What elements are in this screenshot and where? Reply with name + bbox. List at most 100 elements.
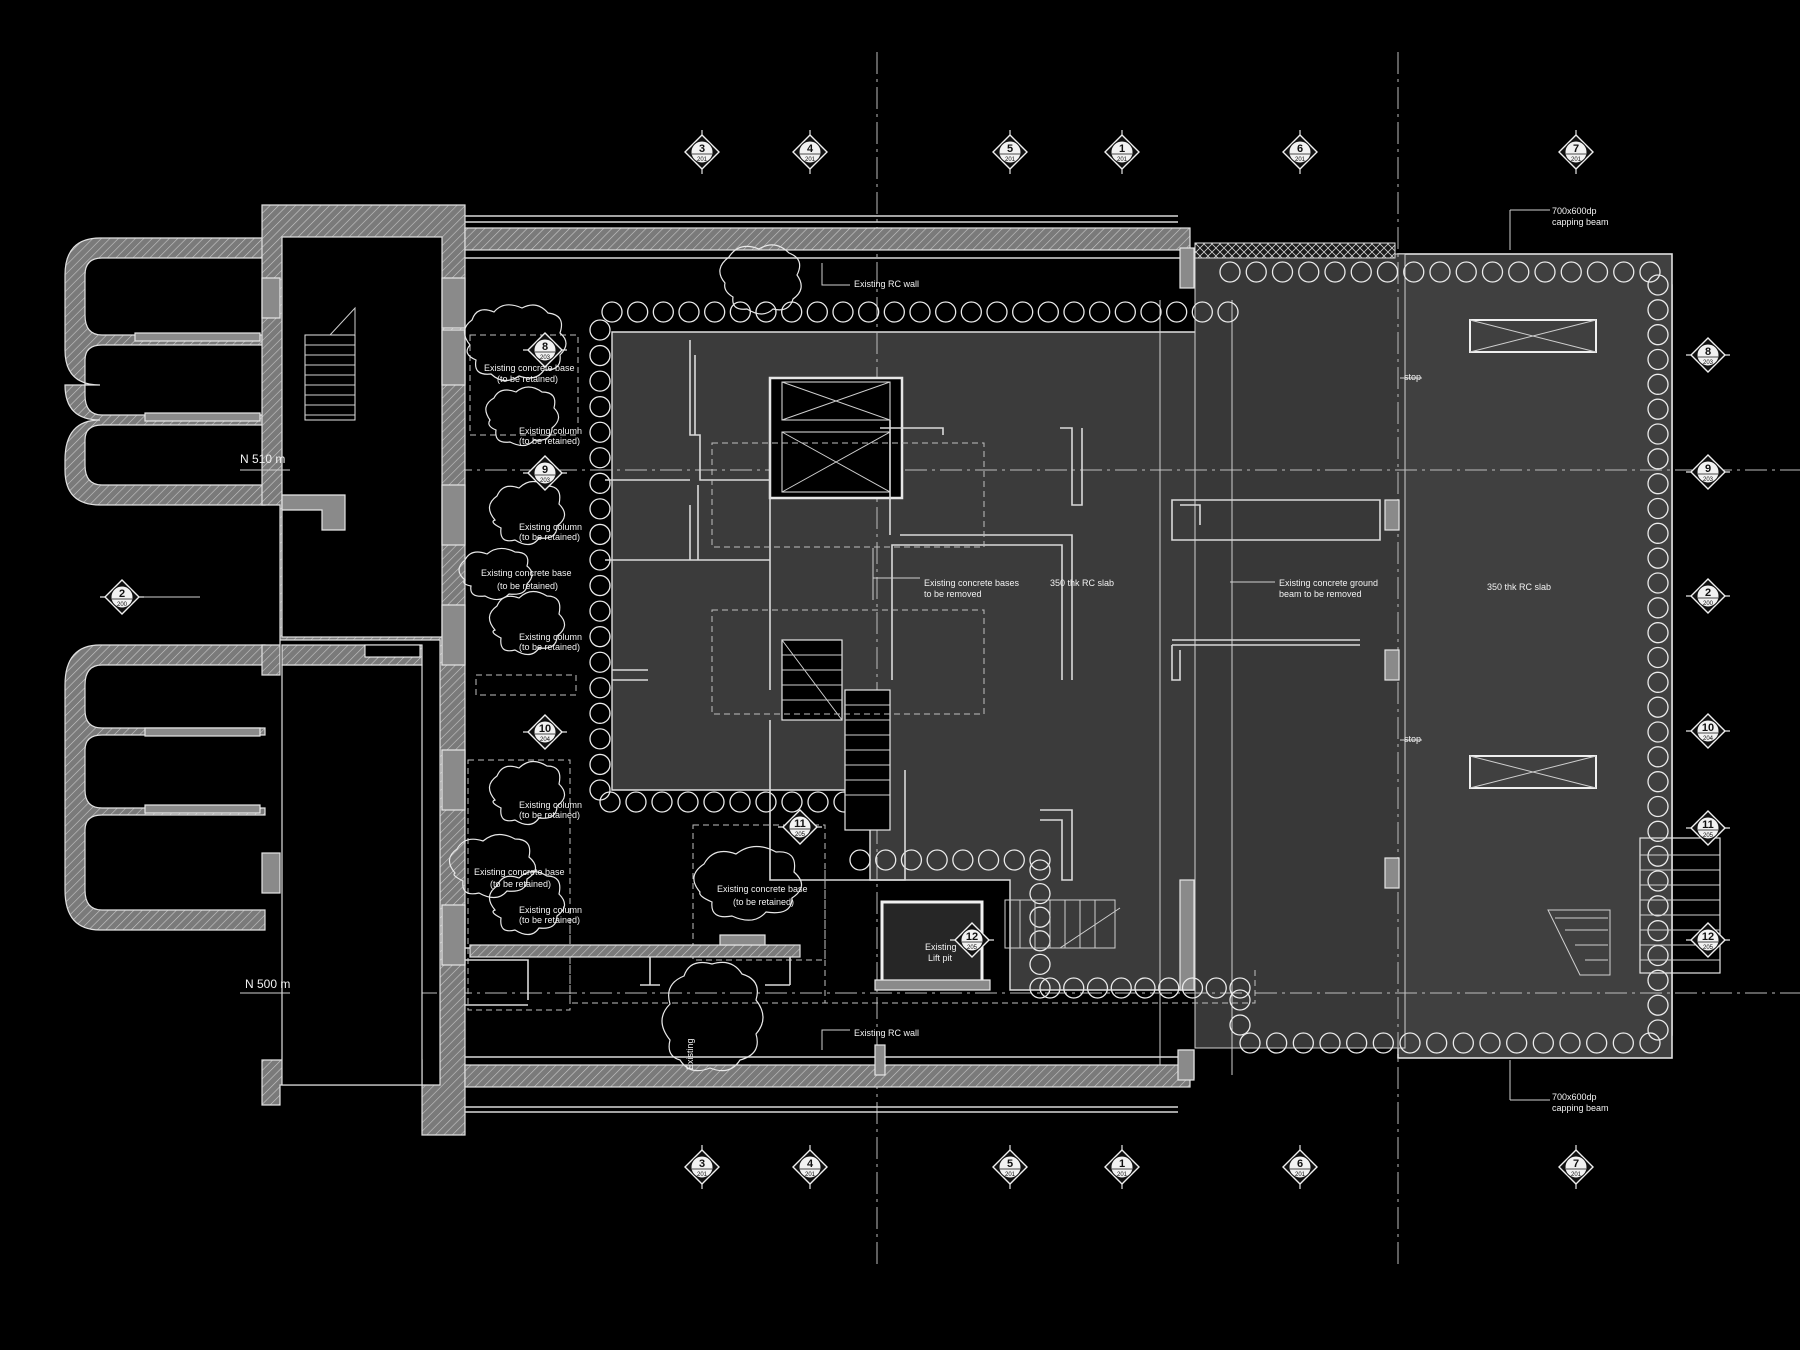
pile: [589, 421, 611, 443]
pile: [1346, 1032, 1368, 1054]
level-label-500: N 500 m: [245, 977, 290, 991]
mid-slab: [1194, 253, 1406, 1049]
section-tag-number: 9: [1705, 463, 1711, 475]
pile: [1586, 1032, 1608, 1054]
pile: [1559, 1032, 1581, 1054]
note-ground-beam: Existing concrete ground: [1279, 578, 1378, 588]
pile: [678, 301, 700, 323]
section-tag-sheet: 201: [1295, 157, 1306, 163]
pile: [1229, 1014, 1251, 1036]
note-slab-left: 350 thk RC slab: [1050, 578, 1114, 588]
pile: [1292, 1032, 1314, 1054]
vaulted-cells: [64, 237, 266, 931]
pile: [1229, 977, 1251, 999]
pile: [599, 791, 621, 813]
pile: [1089, 301, 1111, 323]
lift-and-stairs: [874, 499, 1721, 1081]
pile: [1271, 261, 1294, 283]
pile: [1647, 398, 1669, 420]
pile: [1647, 696, 1669, 718]
pile: [1647, 423, 1669, 445]
pile: [1612, 1032, 1634, 1054]
left-rooms: [465, 934, 886, 1076]
pile: [1140, 301, 1162, 323]
pile: [875, 849, 897, 871]
pile: [1029, 953, 1051, 976]
section-tag-sheet: 203: [540, 355, 551, 361]
pile: [589, 447, 611, 469]
section-tag-number: 2: [119, 588, 125, 600]
pile: [1534, 261, 1556, 283]
pile: [1239, 1032, 1261, 1054]
section-tag-sheet: 203: [1703, 477, 1714, 483]
pile: [1376, 261, 1399, 283]
section-tag-sheet: 201: [697, 157, 708, 163]
section-tag-sheet: 204: [1703, 736, 1714, 742]
section-tag-sheet: 201: [805, 1172, 816, 1178]
pile: [1639, 261, 1661, 283]
central-core: [605, 340, 1381, 881]
pile: [1110, 977, 1132, 999]
pile: [1647, 473, 1669, 495]
pile: [986, 301, 1008, 323]
note-column-4b: (to be retained): [519, 810, 580, 820]
pile: [589, 498, 611, 520]
pile: [1181, 977, 1204, 999]
section-tag-number: 8: [542, 341, 548, 353]
section-tag-sheet: 201: [1117, 157, 1128, 163]
pile: [1647, 348, 1669, 371]
pile: [1481, 261, 1504, 283]
pile: [1647, 771, 1669, 793]
pile: [651, 791, 673, 813]
pile: [1063, 977, 1085, 999]
section-tag-number: 11: [794, 818, 806, 830]
pile: [1647, 920, 1669, 942]
pile: [1324, 261, 1346, 283]
pile: [1350, 261, 1372, 283]
section-tag-number: 3: [699, 1158, 705, 1170]
section-tag-number: 7: [1573, 143, 1579, 155]
note-concrete-base-3: Existing concrete base: [474, 867, 565, 877]
pile: [1560, 261, 1582, 283]
annotations: N 510 m N 500 m Existing RC wall Existin…: [240, 206, 1609, 1113]
dashed-zones: [467, 334, 1256, 1011]
pile: [849, 849, 871, 871]
pile: [755, 301, 777, 323]
perimeter-walls: [464, 215, 1396, 1113]
pile: [1029, 859, 1051, 881]
section-tag-number: 9: [542, 464, 548, 476]
pile: [1399, 1032, 1421, 1054]
left-stair-icon: [304, 306, 356, 421]
pile: [1647, 1019, 1669, 1041]
pile: [1647, 547, 1669, 569]
pile: [1647, 671, 1669, 693]
pile: [1158, 977, 1180, 999]
pile: [1647, 497, 1669, 520]
note-lift-pit: Existing: [925, 942, 957, 952]
slab-fills: [611, 253, 1673, 1059]
note-column-5b: (to be retained): [519, 915, 580, 925]
pile: [1245, 261, 1267, 283]
section-tag-sheet: 205: [1703, 945, 1714, 951]
note-column-4: Existing column: [519, 800, 582, 810]
note-column-2b: (to be retained): [519, 532, 580, 542]
grid-lines: [240, 52, 1800, 1265]
slab-openings: [1469, 319, 1597, 789]
pile: [1029, 882, 1051, 905]
note-column-3: Existing column: [519, 632, 582, 642]
pile: [1205, 977, 1227, 999]
pile: [1532, 1032, 1554, 1054]
section-tag-sheet: 201: [1005, 157, 1016, 163]
pile: [781, 791, 803, 813]
pile: [1647, 448, 1669, 470]
pile: [589, 370, 611, 392]
